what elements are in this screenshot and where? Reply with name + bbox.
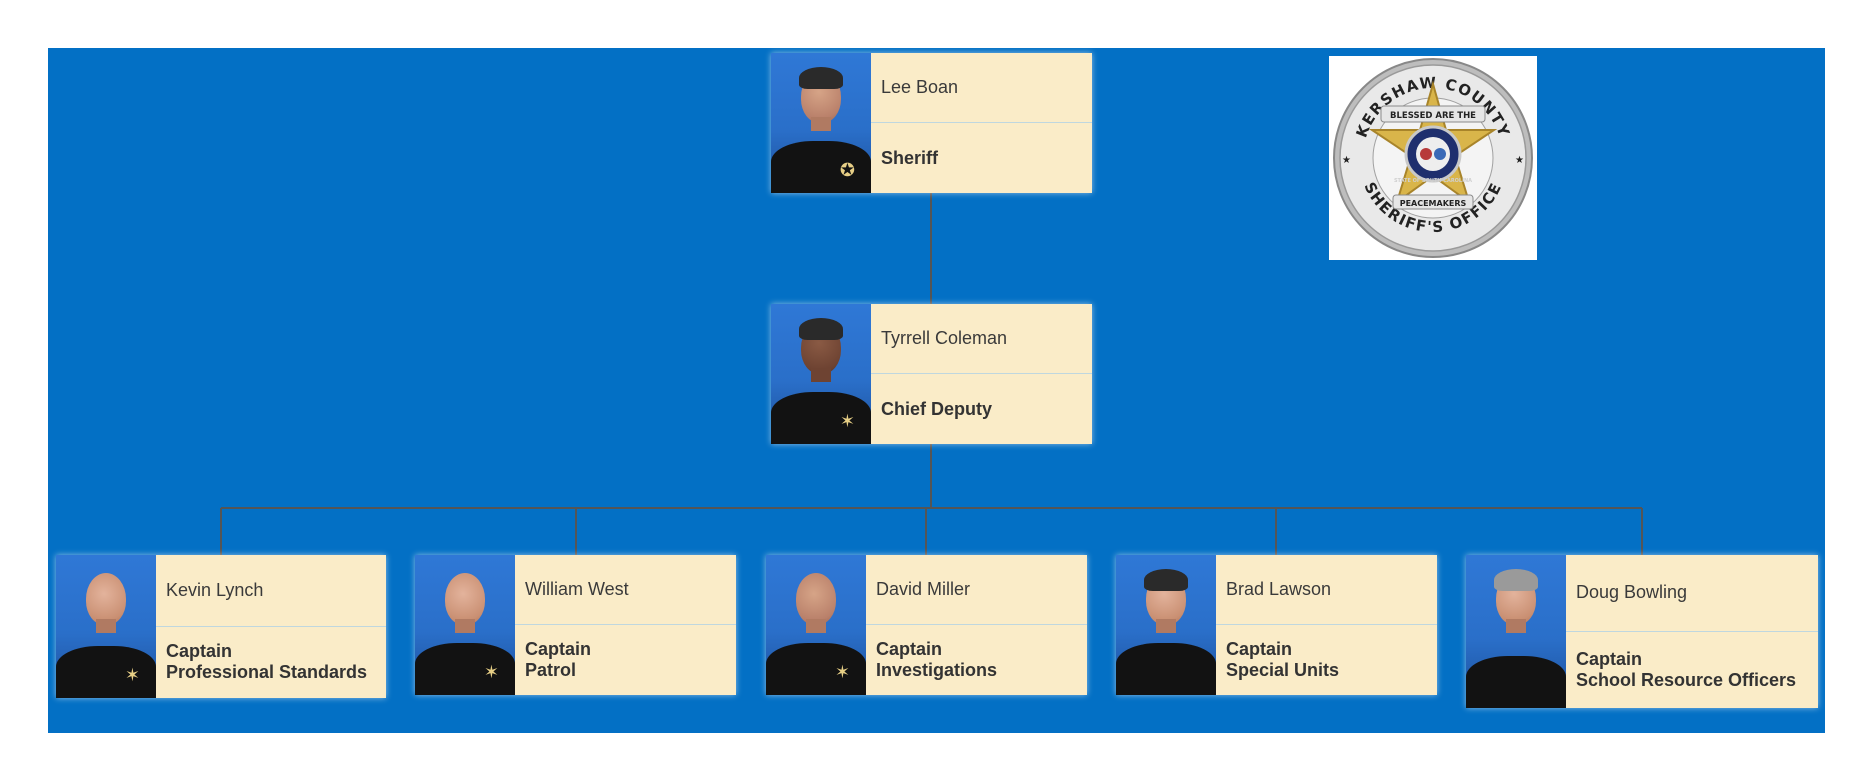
svg-text:STATE OF SOUTH CAROLINA: STATE OF SOUTH CAROLINA [1394, 178, 1472, 184]
portrait-photo [1116, 555, 1216, 695]
person-name: Doug Bowling [1566, 555, 1818, 632]
person-title: Captain Patrol [525, 639, 592, 680]
badge-star-icon: ✶ [834, 662, 850, 682]
person-title: Captain Professional Standards [166, 641, 368, 683]
sheriffs-office-badge-logo: KERSHAW COUNTY SHERIFF'S OFFICE ★ ★ BLES… [1329, 56, 1537, 260]
card-captain-patrol[interactable]: ✶ William West Captain Patrol [415, 555, 736, 695]
card-sheriff[interactable]: ✪ Lee Boan Sheriff [771, 53, 1092, 193]
card-captain-school-resource-officers[interactable]: Doug Bowling Captain School Resource Off… [1466, 555, 1818, 708]
person-name: Tyrrell Coleman [871, 304, 1092, 374]
person-title: Captain Investigations [876, 639, 998, 680]
person-title: Captain School Resource Officers [1576, 648, 1797, 690]
badge-seal-icon: KERSHAW COUNTY SHERIFF'S OFFICE ★ ★ BLES… [1333, 58, 1533, 258]
person-name: Brad Lawson [1216, 555, 1437, 625]
portrait-photo: ✶ [56, 555, 156, 698]
svg-text:BLESSED ARE THE: BLESSED ARE THE [1390, 111, 1476, 121]
portrait-photo: ✶ [766, 555, 866, 695]
portrait-photo [1466, 555, 1566, 708]
portrait-photo: ✪ [771, 53, 871, 193]
person-name: Lee Boan [871, 53, 1092, 123]
portrait-photo: ✶ [771, 304, 871, 444]
person-name: Kevin Lynch [156, 555, 386, 627]
card-captain-investigations[interactable]: ✶ David Miller Captain Investigations [766, 555, 1087, 695]
card-captain-special-units[interactable]: Brad Lawson Captain Special Units [1116, 555, 1437, 695]
badge-star-icon: ✶ [839, 411, 855, 431]
svg-text:★: ★ [1342, 155, 1351, 166]
person-name: David Miller [866, 555, 1087, 625]
svg-text:PEACEMAKERS: PEACEMAKERS [1400, 199, 1467, 208]
person-title: Chief Deputy [881, 398, 993, 419]
person-name: William West [515, 555, 736, 625]
card-captain-professional-standards[interactable]: ✶ Kevin Lynch Captain Professional Stand… [56, 555, 386, 698]
person-title: Captain Special Units [1226, 639, 1340, 680]
badge-star-icon: ✶ [124, 665, 140, 685]
portrait-photo: ✶ [415, 555, 515, 695]
badge-star-icon: ✶ [483, 662, 499, 682]
svg-text:★: ★ [1515, 155, 1524, 166]
badge-star-icon: ✪ [839, 160, 855, 180]
card-chief-deputy[interactable]: ✶ Tyrrell Coleman Chief Deputy [771, 304, 1092, 444]
person-title: Sheriff [881, 147, 939, 168]
